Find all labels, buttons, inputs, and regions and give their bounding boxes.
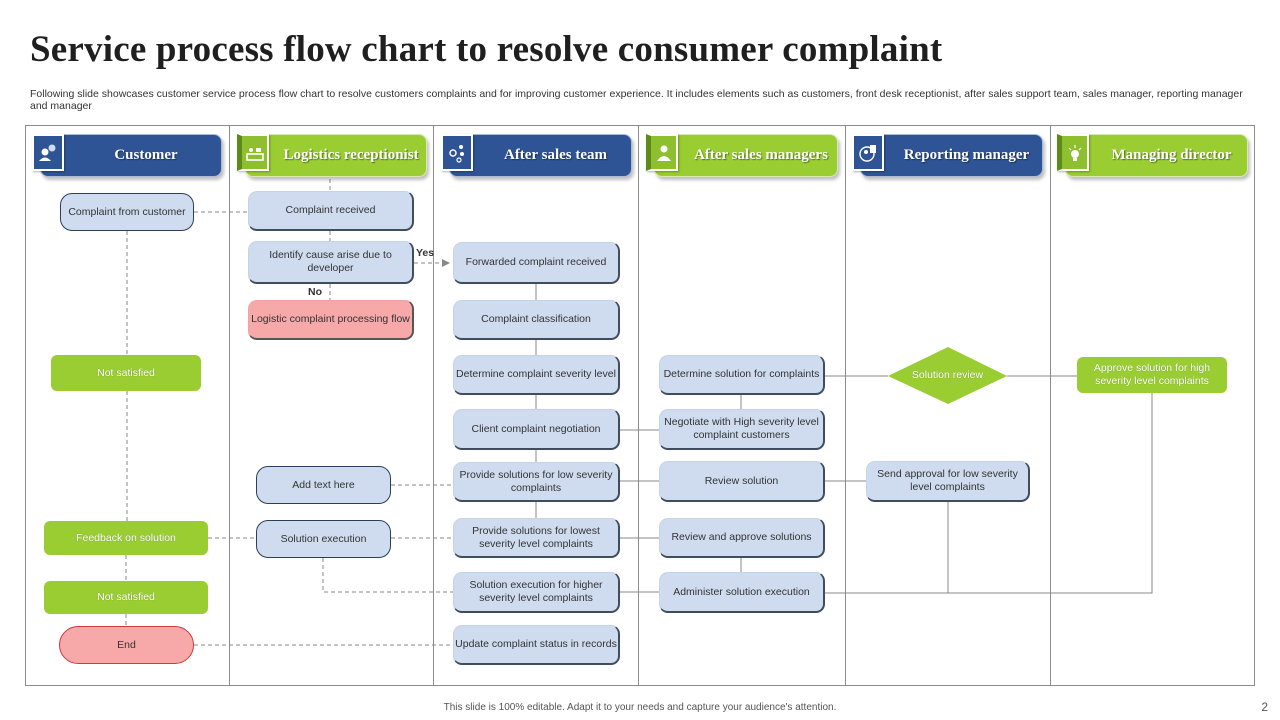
complaint-received-node[interactable]: Complaint received [248, 191, 414, 231]
lane-divider [1050, 125, 1051, 686]
identify-cause-node[interactable]: Identify cause arise due to developer [248, 241, 414, 284]
forwarded-complaint-node[interactable]: Forwarded complaint received [453, 242, 620, 284]
solution-review-diamond [888, 347, 1007, 404]
page-number: 2 [1261, 700, 1268, 714]
slide-title: Service process flow chart to resolve co… [30, 29, 943, 70]
end-node[interactable]: End [59, 626, 194, 664]
update-status-node[interactable]: Update complaint status in records [453, 625, 620, 665]
no-label: No [308, 286, 322, 298]
complaint-from-customer-node[interactable]: Complaint from customer [60, 193, 194, 231]
swimlane-frame [25, 125, 1255, 686]
manager-icon [646, 134, 678, 171]
lane-divider [845, 125, 846, 686]
feedback-on-solution-node[interactable]: Feedback on solution [44, 521, 208, 555]
lane-header-customer: Customer [40, 134, 222, 177]
reception-desk-icon [237, 134, 269, 171]
director-lightbulb-icon [1057, 134, 1089, 171]
slide-subtitle: Following slide showcases customer servi… [30, 88, 1243, 112]
lane-header-after-sales-managers: After sales managers [654, 134, 838, 177]
lane-header-managing-director: Managing director [1065, 134, 1248, 177]
review-approve-node[interactable]: Review and approve solutions [659, 518, 825, 558]
connector [825, 393, 1153, 594]
customer-chat-icon [32, 134, 64, 171]
team-network-icon [441, 134, 473, 171]
add-text-node[interactable]: Add text here [256, 466, 391, 504]
lane-header-after-sales-team: After sales team [449, 134, 632, 177]
solution-execution-higher-node[interactable]: Solution execution for higher severity l… [453, 572, 620, 613]
footer-note: This slide is 100% editable. Adapt it to… [443, 702, 837, 713]
solutions-low-severity-node[interactable]: Provide solutions for low severity compl… [453, 462, 620, 502]
review-solution-node[interactable]: Review solution [659, 461, 825, 502]
determine-severity-node[interactable]: Determine complaint severity level [453, 355, 620, 395]
client-negotiation-node[interactable]: Client complaint negotiation [453, 409, 620, 450]
complaint-classification-node[interactable]: Complaint classification [453, 300, 620, 340]
solution-review-label[interactable]: Solution review [911, 369, 984, 381]
lane-header-logistics-receptionist: Logistics receptionist [245, 134, 427, 177]
not-satisfied-node[interactable]: Not satisfied [44, 581, 208, 614]
not-satisfied-node[interactable]: Not satisfied [51, 355, 201, 391]
solutions-lowest-severity-node[interactable]: Provide solutions for lowest severity le… [453, 518, 620, 558]
administer-execution-node[interactable]: Administer solution execution [659, 572, 825, 613]
yes-label: Yes [416, 247, 435, 259]
dashed-connector [322, 558, 453, 593]
lane-divider [433, 125, 434, 686]
solution-execution-node[interactable]: Solution execution [256, 520, 391, 558]
lane-header-reporting-manager: Reporting manager [860, 134, 1043, 177]
negotiate-high-severity-node[interactable]: Negotiate with High severity level compl… [659, 409, 825, 450]
lane-divider [638, 125, 639, 686]
determine-solution-node[interactable]: Determine solution for complaints [659, 355, 825, 395]
lane-divider [229, 125, 230, 686]
report-person-icon [852, 134, 884, 171]
logistic-complaint-flow-node[interactable]: Logistic complaint processing flow [248, 300, 414, 340]
approve-high-severity-node[interactable]: Approve solution for high severity level… [1077, 357, 1227, 393]
send-approval-node[interactable]: Send approval for low severity level com… [866, 461, 1030, 502]
